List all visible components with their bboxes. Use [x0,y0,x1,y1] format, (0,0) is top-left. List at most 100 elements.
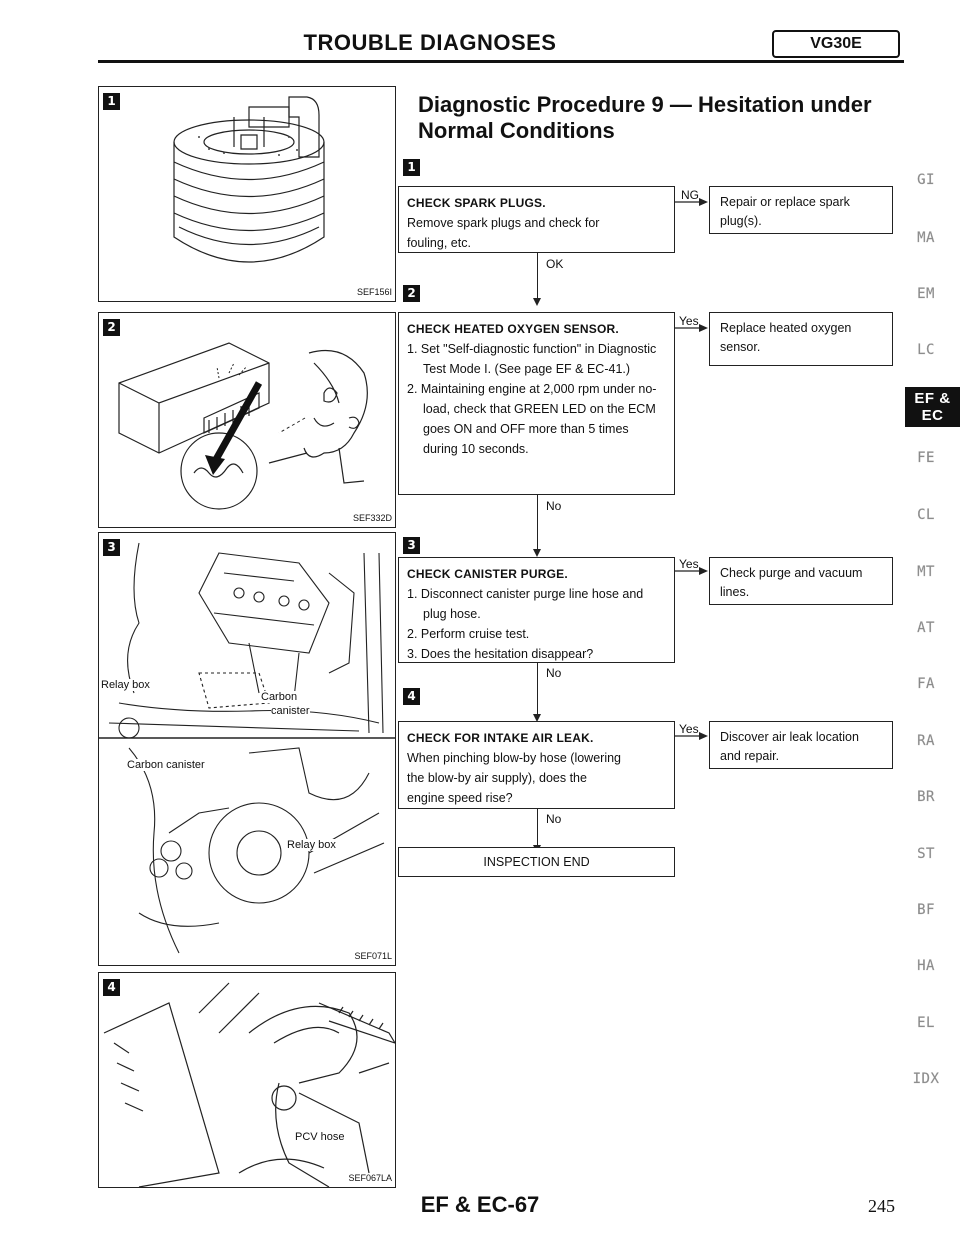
check-steps: 1. Set "Self-diagnostic function" in Dia… [407,339,666,459]
check-line: fouling, etc. [407,236,471,250]
procedure-title: Diagnostic Procedure 9 — Hesitation unde… [418,92,872,143]
footer-section-code: EF & EC-67 [420,1192,540,1217]
flow-next-label: No [546,499,562,513]
figure-canister-purge: 3 Relay box Carbon canister Carbon c [98,532,396,966]
flow-arrow-down [533,714,541,722]
result-line: Check purge and vacuum [720,566,863,580]
check-title: CHECK FOR INTAKE AIR LEAK. [407,731,594,745]
side-tab-em[interactable]: EM [917,286,935,302]
side-tab-mt[interactable]: MT [917,564,935,580]
check-line: Remove spark plugs and check for [407,216,600,230]
side-tab-idx[interactable]: IDX [912,1071,940,1087]
flow-arrow-down [533,549,541,557]
spark-plug-illustration [173,96,325,263]
side-tab-el[interactable]: EL [917,1015,935,1031]
figure-code: SEF071L [354,951,392,961]
side-tab-active-label: EF & EC [914,390,951,424]
callout-relay-box: Relay box [101,679,150,691]
figure-step-badge: 4 [103,979,120,996]
page-number: 245 [868,1196,895,1216]
flow-step-badge: 1 [403,159,420,176]
result-box-air-leak: Discover air leak location and repair. [709,721,893,769]
flow-next-label: OK [546,257,564,271]
branch-arrow [675,567,708,575]
pcv-hose-illustration [103,982,395,1187]
figure-pcv-hose: 4 PCV hose SEF067LA [98,972,396,1188]
check-line: the blow-by air supply), does the [407,771,587,785]
side-tab-fa[interactable]: FA [917,676,935,692]
side-tab-at[interactable]: AT [917,620,935,636]
flow-step-badge: 4 [403,688,420,705]
canister-illustration [99,542,395,954]
check-line: When pinching blow-by hose (lowering [407,751,622,765]
callout-carbon-canister: Carbon canister [127,759,205,771]
flow-connector [537,663,538,715]
check-title: CHECK CANISTER PURGE. [407,567,568,581]
callout-carbon: Carbon [261,691,298,703]
side-tab-lc[interactable]: LC [917,342,935,358]
callout-pcv-hose: PCV hose [295,1131,345,1143]
check-steps: 1. Disconnect canister purge line hose a… [407,584,666,664]
check-title: CHECK SPARK PLUGS. [407,196,546,210]
check-line: engine speed rise? [407,791,513,805]
result-line: sensor. [720,340,761,354]
figure-spark-plug: 1 SEF156I [98,86,396,302]
figure-code: SEF067LA [348,1173,392,1183]
check-step-item: 1. Disconnect canister purge line hose a… [407,587,644,621]
flow-step-badge: 3 [403,537,420,554]
check-step-item: 2. Perform cruise test. [407,627,530,641]
side-tab-gi[interactable]: GI [917,172,935,188]
flow-next-label: No [546,812,562,826]
side-tab-br[interactable]: BR [917,789,935,805]
side-tab-st[interactable]: ST [917,846,935,862]
branch-label: Yes [679,722,699,736]
result-line: lines. [720,585,750,599]
result-line: plug(s). [720,214,762,228]
result-line: Discover air leak location [720,730,859,744]
check-step-item: 2. Maintaining engine at 2,000 rpm under… [407,382,657,456]
branch-label: NG [681,188,699,202]
inspection-end-box: INSPECTION END [398,847,675,877]
check-step-item: 3. Does the hesitation disappear? [407,647,594,661]
result-line: and repair. [720,749,780,763]
flow-next-label: No [546,666,562,680]
flow-connector [537,253,538,299]
check-box-canister-purge: CHECK CANISTER PURGE. 1. Disconnect cani… [398,557,675,663]
ecm-illustration [118,342,368,510]
figure-ecm-led: 2 SEF332D [98,312,396,528]
branch-arrow [675,324,708,332]
figure-code: SEF332D [352,513,392,523]
figure-step-badge: 3 [103,539,120,556]
flow-connector [537,495,538,550]
side-tab-ma[interactable]: MA [917,230,935,246]
callout-canister: canister [271,705,310,717]
inspection-end-label: INSPECTION END [483,855,590,869]
figure-step-badge: 1 [103,93,120,110]
flow-connector [537,809,538,846]
figure-code: SEF156I [356,287,392,297]
result-box-purge-lines: Check purge and vacuum lines. [709,557,893,605]
engine-model-badge: VG30E [772,30,900,58]
check-box-spark-plugs: CHECK SPARK PLUGS. Remove spark plugs an… [398,186,675,253]
side-tab-ef-ec-active[interactable]: EF & EC [905,387,960,427]
side-tab-cl[interactable]: CL [917,507,935,523]
callout-relay-box-lower: Relay box [287,839,336,851]
result-line: Repair or replace spark [720,195,850,209]
result-line: Replace heated oxygen [720,321,852,335]
side-tab-ha[interactable]: HA [917,958,935,974]
check-box-intake-leak: CHECK FOR INTAKE AIR LEAK. When pinching… [398,721,675,809]
header-rule [98,60,904,63]
side-tab-fe[interactable]: FE [917,450,935,466]
result-box-replace-sensor: Replace heated oxygen sensor. [709,312,893,366]
page-header-title: TROUBLE DIAGNOSES [303,30,557,55]
check-box-oxygen-sensor: CHECK HEATED OXYGEN SENSOR. 1. Set "Self… [398,312,675,495]
figure-step-badge: 2 [103,319,120,336]
flow-arrow-down [533,298,541,306]
result-box-replace-plug: Repair or replace spark plug(s). [709,186,893,234]
side-tab-ra[interactable]: RA [917,733,935,749]
flow-step-badge: 2 [403,285,420,302]
check-title: CHECK HEATED OXYGEN SENSOR. [407,322,619,336]
side-tab-bf[interactable]: BF [917,902,935,918]
branch-arrow [675,198,708,206]
branch-arrow [675,732,708,740]
